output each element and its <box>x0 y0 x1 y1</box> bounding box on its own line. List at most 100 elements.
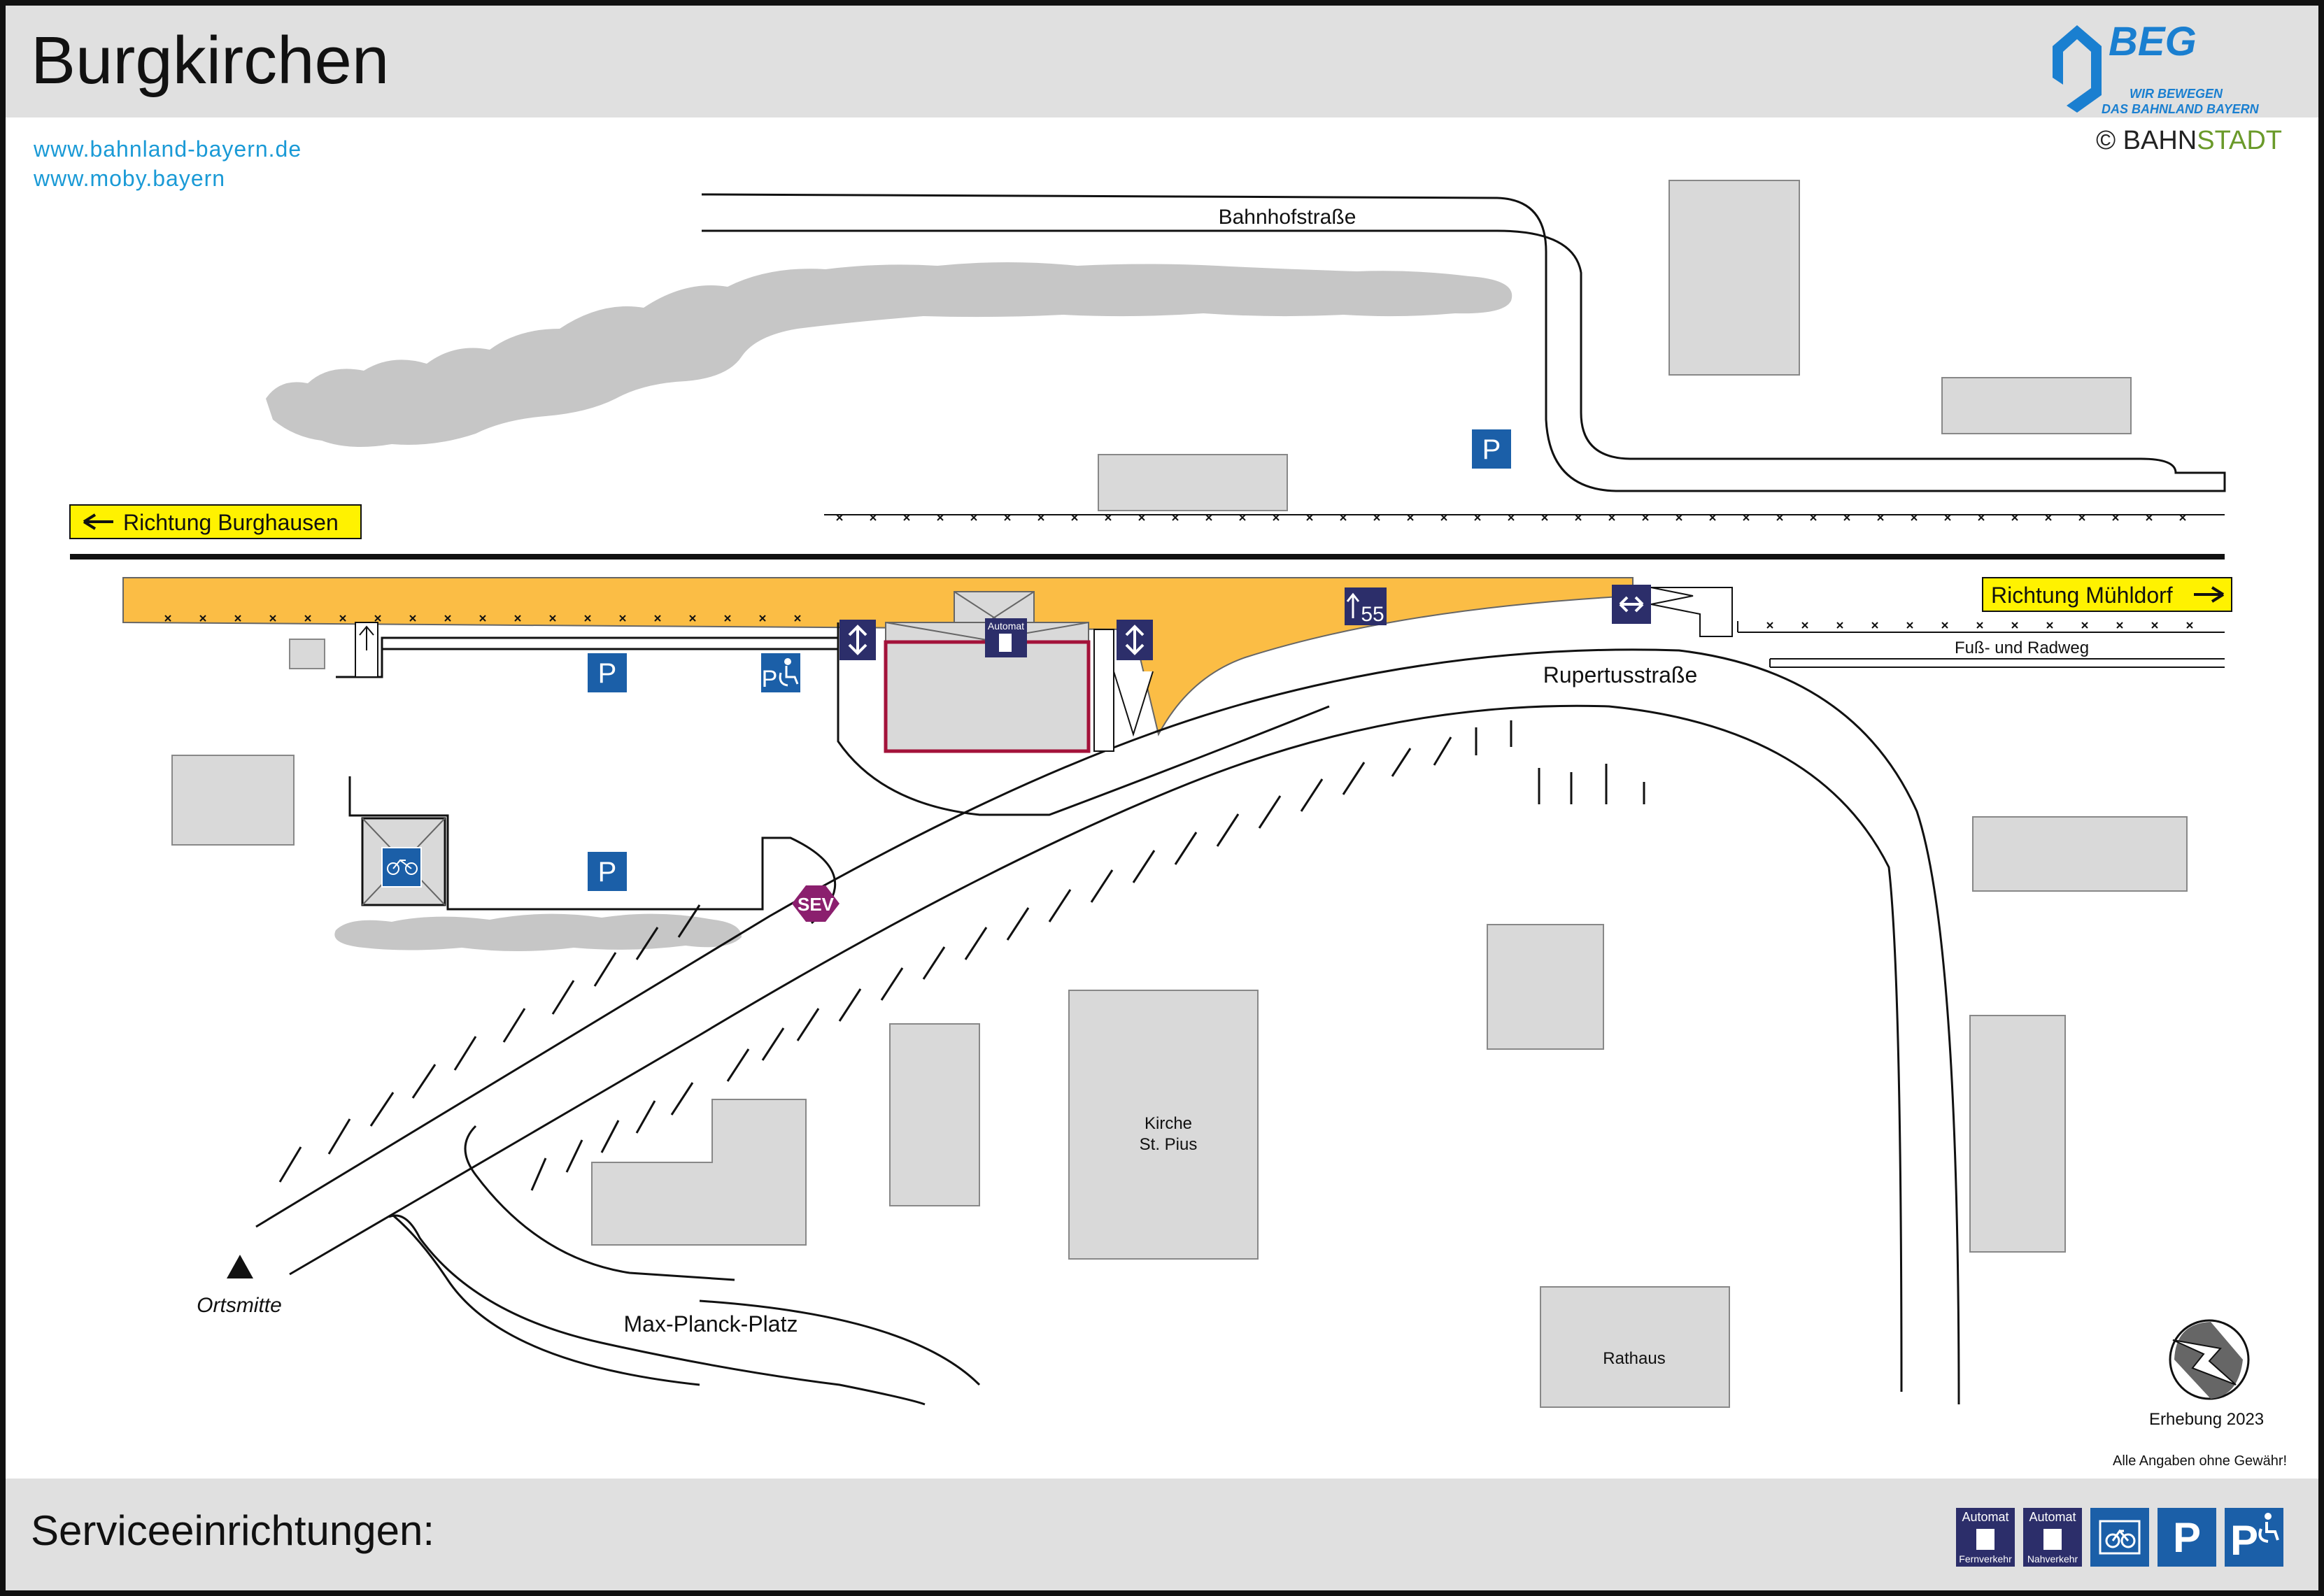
sev-label: SEV <box>798 894 835 915</box>
fence-mark <box>2046 622 2053 629</box>
fence-mark <box>759 615 766 622</box>
fence-mark <box>1709 514 1716 521</box>
fence-mark <box>2045 514 2052 521</box>
street-label-bahnhofstrasse: Bahnhofstraße <box>1219 206 1356 229</box>
fence-mark <box>269 615 276 622</box>
street-label-max-planck-platz: Max-Planck-Platz <box>624 1311 798 1337</box>
fence-east-ticks <box>1766 622 2193 629</box>
stair-access-east <box>1117 620 1153 660</box>
fence-mark <box>234 615 241 622</box>
fence-mark <box>724 615 731 622</box>
parking-stall-line <box>1216 813 1240 847</box>
fence-mark <box>2081 622 2088 629</box>
direction-east: Richtung Mühldorf <box>1982 577 2232 612</box>
building <box>289 639 325 669</box>
fence-mark <box>836 514 843 521</box>
arrow-left-icon <box>83 513 113 530</box>
ticket-machine-label: Automat <box>988 620 1024 632</box>
fence-mark <box>374 615 381 622</box>
direction-west: Richtung Burghausen <box>69 504 362 539</box>
fence-mark <box>1801 622 1808 629</box>
building <box>1098 454 1288 511</box>
beg-logo: BEG WIR BEWEGEN DAS BAHNLAND BAYERN <box>2046 18 2276 123</box>
parking-icon: P <box>2158 1508 2216 1567</box>
building <box>1969 1015 2066 1253</box>
fence-mark <box>1776 514 1783 521</box>
ticket-machine-icon <box>999 634 1012 652</box>
ortsmitte-label: Ortsmitte <box>197 1294 282 1317</box>
parking-stall-line <box>761 1027 785 1061</box>
bahnhofstrasse-road <box>701 193 2226 492</box>
parking-stall-line <box>593 952 617 987</box>
parking-stall-line <box>1174 832 1198 865</box>
fence-mark <box>1373 514 1380 521</box>
building <box>1941 377 2132 434</box>
buildings <box>171 180 2188 1408</box>
ticket-machine-long-distance-icon: Automat Fernverkehr <box>1956 1508 2015 1567</box>
parking-stall-line <box>838 988 862 1022</box>
wheelchair-icon <box>784 658 791 665</box>
fence-mark <box>2011 622 2018 629</box>
wheelchair-icon <box>2258 1513 2279 1543</box>
fence-mark <box>1239 514 1246 521</box>
parking-stall-line <box>453 1036 477 1071</box>
max-planck-platz-road <box>388 1214 981 1406</box>
website-links: www.bahnland-bayern.de www.moby.bayern <box>34 134 302 193</box>
parking-stall-line <box>411 1064 437 1099</box>
fence-mark <box>794 615 801 622</box>
parking-stall-line <box>1048 889 1072 922</box>
icon-top-label: Automat <box>1962 1510 2009 1524</box>
link-bahnland[interactable]: www.bahnland-bayern.de <box>34 136 302 162</box>
parking-stall-line <box>1090 869 1114 903</box>
fence-mark <box>1608 514 1615 521</box>
fence-mark <box>549 615 556 622</box>
platform-number-label: 55 <box>1361 603 1384 626</box>
up-down-arrow-icon <box>1125 625 1145 655</box>
building-kirche <box>1068 990 1259 1260</box>
parking-stall-line <box>1391 748 1412 777</box>
street-label-rupertusstrasse: Rupertusstraße <box>1543 662 1698 687</box>
fence-mark <box>409 615 416 622</box>
ticket-machine-regional-icon: Automat Nahverkehr <box>2023 1508 2082 1567</box>
logo-wordmark: BEG <box>2109 19 2197 64</box>
fence-mark <box>1642 514 1649 521</box>
left-right-arrow-icon <box>1619 596 1644 613</box>
fence-mark <box>2116 622 2123 629</box>
station-building <box>884 640 1091 753</box>
fence-mark <box>339 615 346 622</box>
icon-top-label: Automat <box>2029 1510 2076 1524</box>
parking-stall-line <box>1006 907 1030 941</box>
fence-mark <box>2186 622 2193 629</box>
logo-tagline-1: WIR BEWEGEN <box>2130 87 2223 101</box>
fence-mark <box>164 615 171 622</box>
building <box>1487 924 1604 1050</box>
fence-mark <box>1843 514 1850 521</box>
link-moby[interactable]: www.moby.bayern <box>34 166 226 191</box>
fence-mark <box>1743 514 1750 521</box>
fence-mark <box>654 615 661 622</box>
parking-stall-line <box>1342 762 1366 795</box>
kirche-label-line1: Kirche <box>1145 1114 1192 1133</box>
parking-stall-line <box>964 927 988 960</box>
accessible-parking-icon: P <box>2225 1508 2283 1567</box>
accessible-parking-letter: P <box>2230 1517 2259 1564</box>
fence-mark <box>1911 514 1918 521</box>
parking-stall-line <box>502 1008 526 1043</box>
platform-edge-ticks <box>164 615 801 622</box>
fence-mark <box>1575 514 1582 521</box>
fence-mark <box>1138 514 1145 521</box>
bike-shelter <box>361 817 446 906</box>
fence-mark <box>1474 514 1481 521</box>
direction-triangle-icon <box>227 1255 253 1278</box>
beg-logo-icon <box>2053 25 2102 113</box>
parking-sign-bike-area: P <box>588 852 627 891</box>
accessible-parking-label: P <box>762 666 778 692</box>
copyright-bahn: BAHN <box>2123 126 2197 155</box>
building <box>1668 180 1800 376</box>
fence-mark <box>1340 514 1347 521</box>
fence-mark <box>1273 514 1280 521</box>
fence-south-east <box>1650 587 2225 637</box>
stair-west <box>355 622 378 678</box>
fence-mark <box>1037 514 1044 521</box>
fence-mark <box>2078 514 2085 521</box>
